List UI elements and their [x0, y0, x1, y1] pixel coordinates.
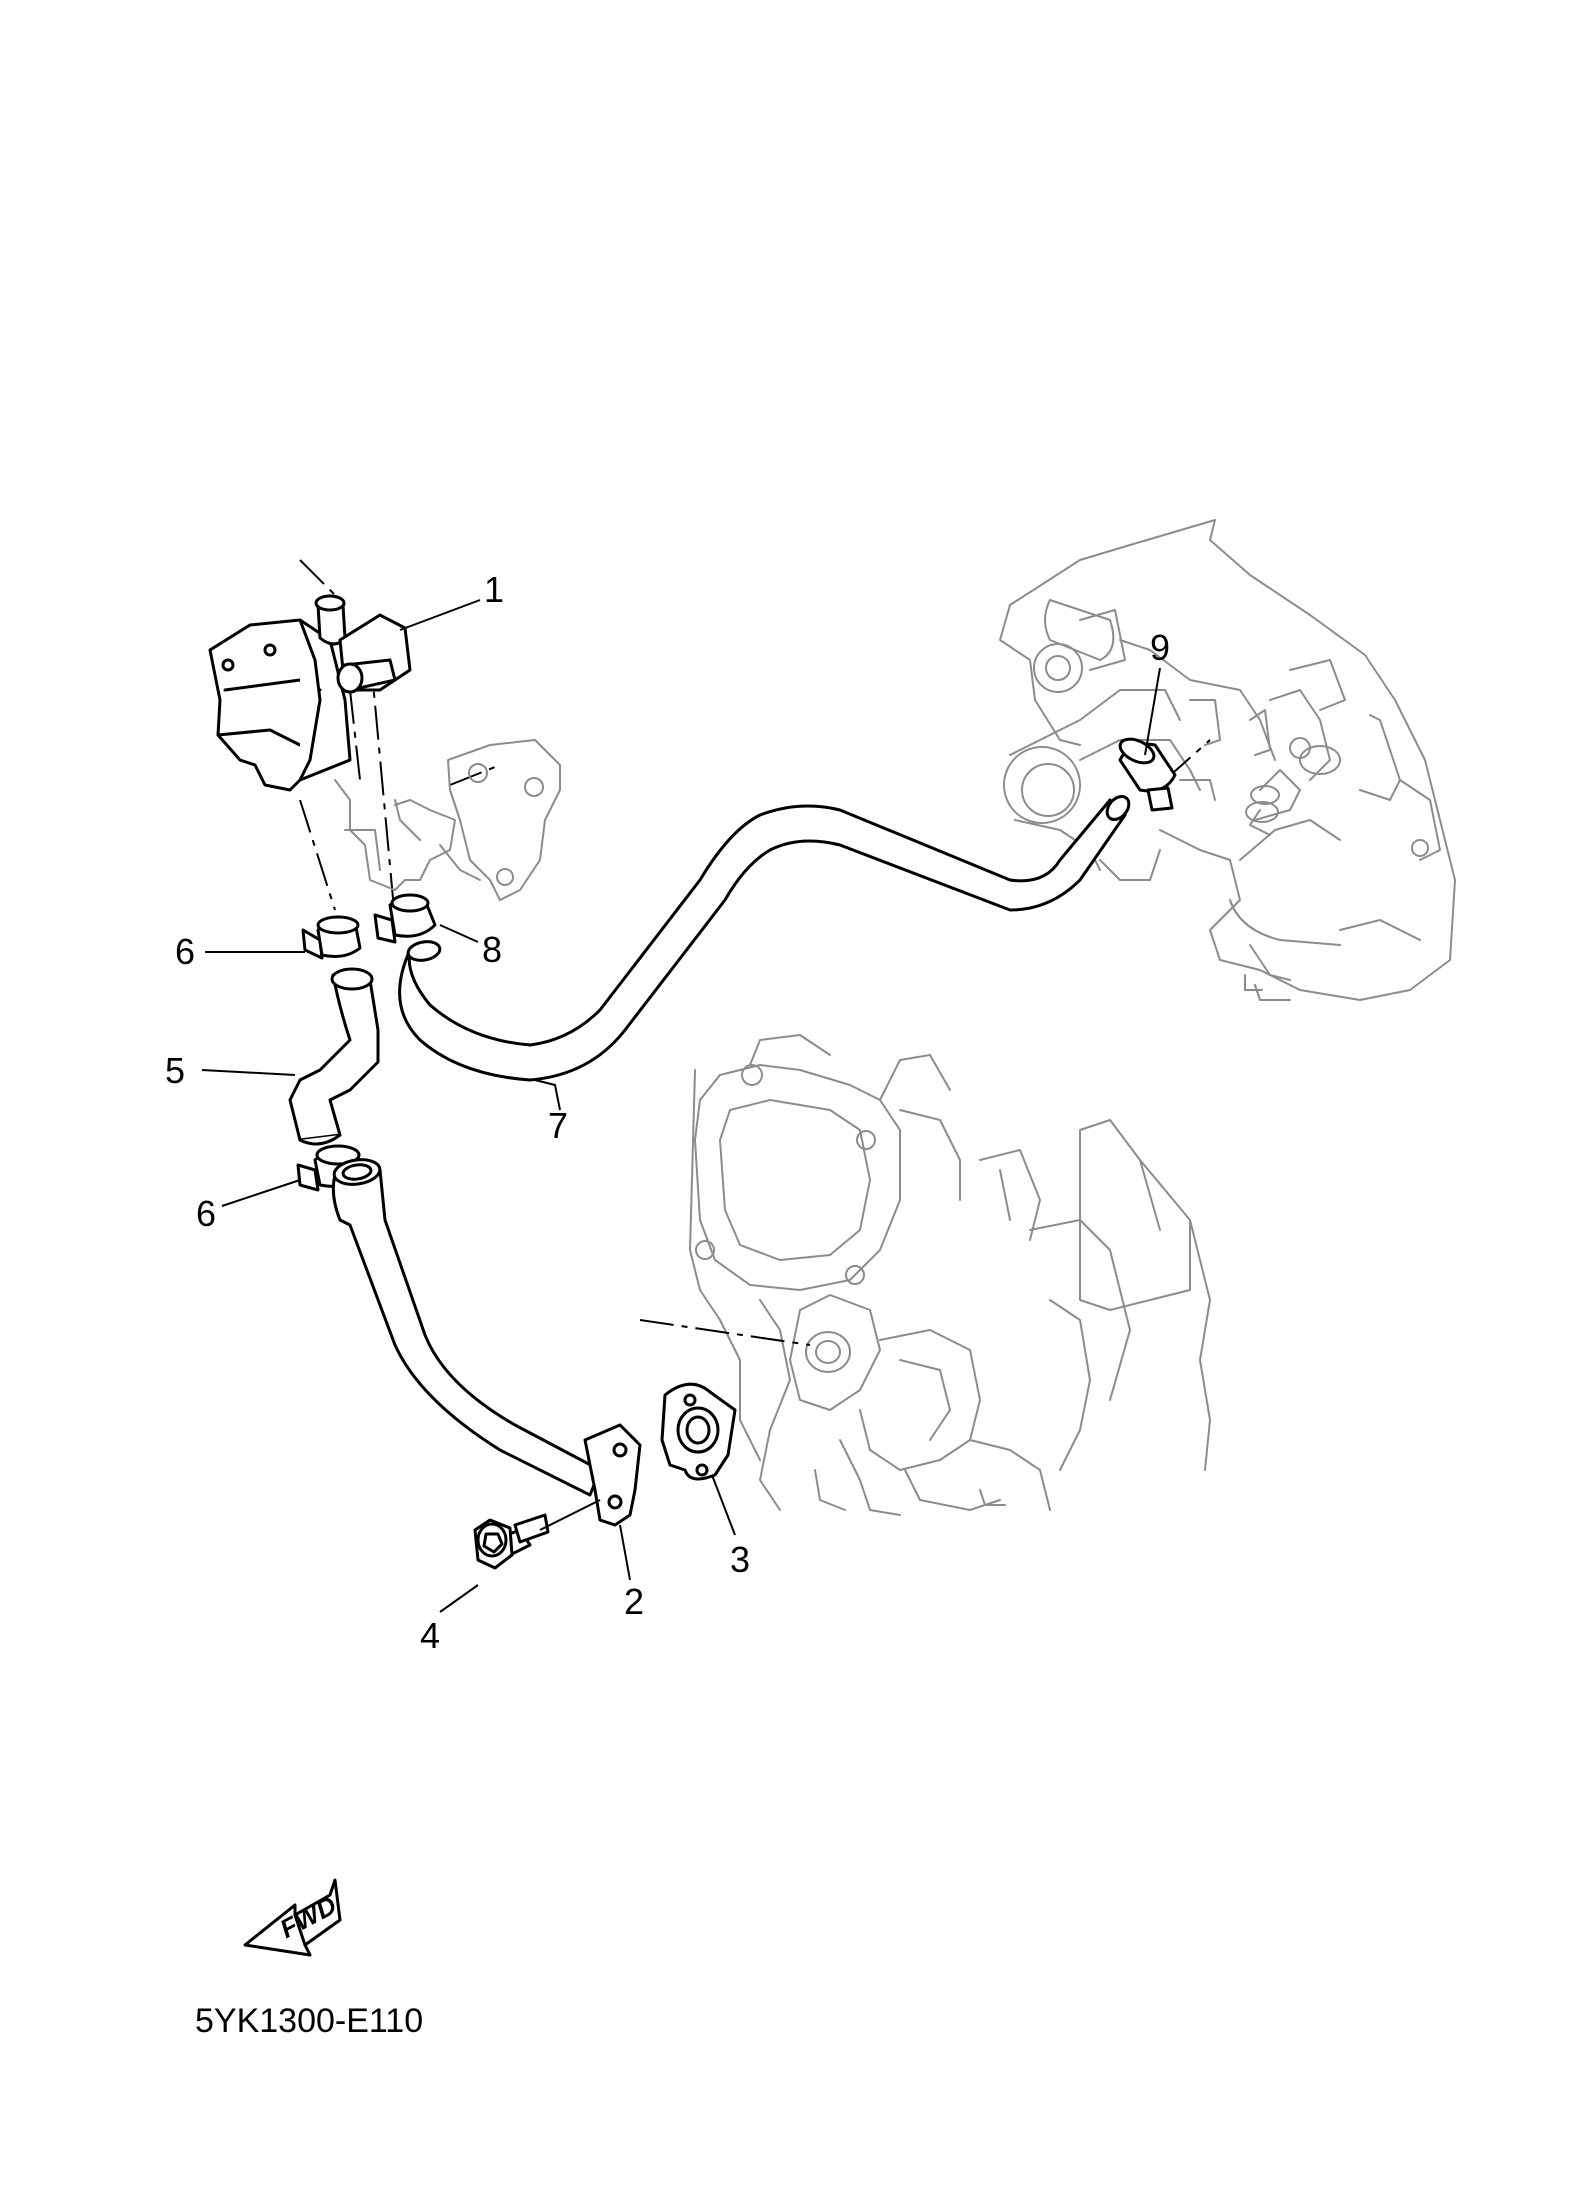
fwd-arrow-icon: FWD: [243, 1878, 342, 1957]
callout-8: 8: [482, 929, 502, 970]
air-cut-off-valve: [208, 594, 412, 792]
hose-clamp-6-upper: [301, 915, 362, 960]
callout-3: 3: [730, 1539, 750, 1580]
callout-6-upper: 6: [175, 931, 195, 972]
engine-upper-background: [999, 519, 1456, 1001]
hose-clamp-8: [373, 893, 437, 944]
callout-7: 7: [548, 1105, 568, 1146]
callout-5: 5: [165, 1050, 185, 1091]
air-hose-5: [288, 967, 380, 1146]
callout-4: 4: [420, 1615, 440, 1656]
engine-lower-background: [689, 1034, 1211, 1516]
bolt-4: [473, 1499, 601, 1570]
hose-clamp-9: [1118, 737, 1177, 812]
callout-leaders: [201, 599, 1161, 1613]
callout-2: 2: [624, 1581, 644, 1622]
air-induction-pipe-2: [331, 1158, 642, 1527]
valve-bracket: [334, 739, 561, 901]
air-hose-7: [398, 794, 1131, 1082]
gasket-3: [660, 1382, 737, 1481]
diagram-code: 5YK1300-E110: [195, 2002, 423, 2040]
callout-6-lower: 6: [196, 1193, 216, 1234]
callout-9: 9: [1150, 627, 1170, 668]
callout-1: 1: [484, 569, 504, 610]
callout-numbers: 1 9 6 8 5 7 6 4 2 3: [165, 569, 1170, 1656]
